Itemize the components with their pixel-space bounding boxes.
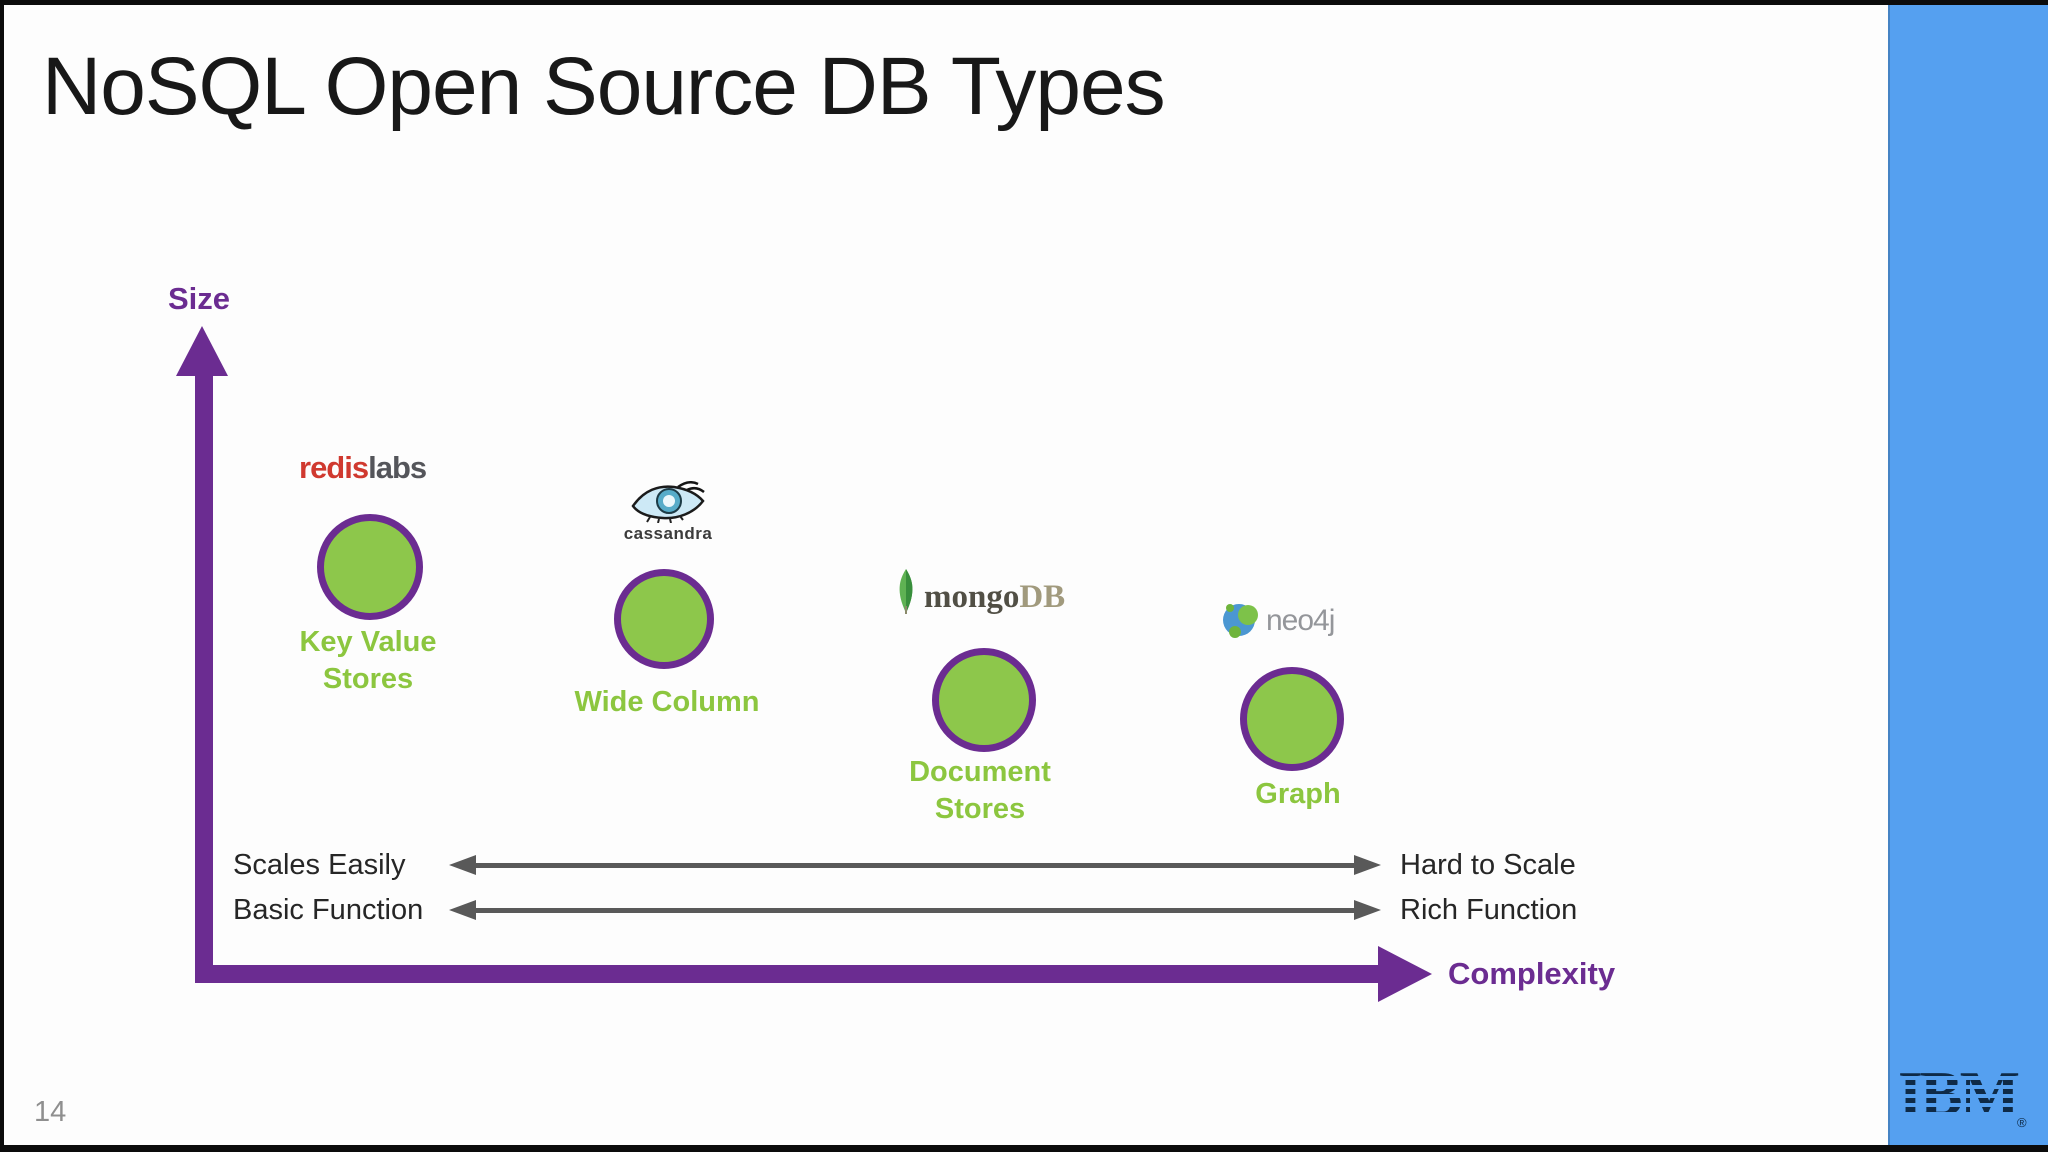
scale-arrow-left-head-icon	[449, 855, 476, 875]
mongodb-wordmark-mongo: mongo	[924, 579, 1020, 615]
redislabs-logo-redis: redis	[299, 450, 369, 485]
redislabs-logo-labs: labs	[368, 450, 427, 485]
key-value-label: Key Value Stores	[258, 624, 478, 698]
function-arrow-left-head-icon	[449, 900, 476, 920]
neo4j-spheres-icon	[1223, 604, 1258, 638]
key-value-label-line2: Stores	[322, 663, 414, 695]
document-stores-label-line2: Stores	[934, 793, 1026, 825]
redislabs-logo: redislabs	[299, 450, 427, 486]
slide-top-border	[0, 0, 2048, 5]
blue-side-stripe	[1888, 5, 2048, 1145]
slide-left-border	[0, 0, 4, 1152]
size-axis-shaft	[195, 372, 213, 983]
cassandra-logo-text: cassandra	[623, 524, 713, 543]
scales-easily-label: Scales Easily	[233, 849, 406, 881]
wide-column-node-circle	[614, 569, 714, 669]
key-value-label-line1: Key Value	[299, 626, 437, 658]
hard-to-scale-label: Hard to Scale	[1400, 849, 1576, 881]
ibm-logo: IBM®	[1896, 1058, 2027, 1130]
function-arrow-shaft	[471, 908, 1357, 913]
wide-column-label-line1: Wide Column	[574, 686, 760, 718]
ibm-logo-text: IBM	[1896, 1058, 2020, 1129]
scale-arrow-shaft	[471, 863, 1357, 868]
function-arrow-right-head-icon	[1354, 900, 1381, 920]
mongodb-wordmark: mongoDB	[924, 581, 1065, 614]
document-stores-label-line1: Document	[909, 756, 1051, 788]
neo4j-logo: neo4j	[1222, 600, 1335, 642]
mongodb-leaf-icon	[899, 569, 913, 614]
size-axis-label: Size	[168, 281, 231, 316]
key-value-node-circle	[317, 514, 423, 620]
rich-function-label: Rich Function	[1400, 894, 1578, 926]
page-title: NoSQL Open Source DB Types	[42, 41, 1166, 132]
basic-function-label: Basic Function	[233, 894, 424, 926]
mongodb-wordmark-db: DB	[1019, 579, 1066, 615]
complexity-axis-arrowhead-icon	[1378, 946, 1432, 1002]
scale-arrow-right-head-icon	[1354, 855, 1381, 875]
complexity-axis-shaft	[195, 965, 1380, 983]
complexity-axis-label: Complexity	[1448, 956, 1616, 991]
graph-node-circle	[1240, 667, 1344, 771]
mongodb-logo: mongoDB	[894, 568, 1065, 614]
wide-column-label: Wide Column	[557, 684, 777, 721]
slide-bottom-border	[0, 1145, 2048, 1152]
page-number: 14	[34, 1096, 67, 1128]
ibm-registered-mark: ®	[2017, 1115, 2027, 1130]
document-stores-label: Document Stores	[870, 754, 1090, 828]
graph-label-line1: Graph	[1255, 778, 1341, 810]
neo4j-wordmark: neo4j	[1266, 604, 1335, 637]
document-stores-node-circle	[932, 648, 1036, 752]
cassandra-eye-icon	[631, 481, 705, 523]
graph-label: Graph	[1188, 776, 1408, 813]
size-axis-arrowhead-icon	[176, 326, 228, 376]
